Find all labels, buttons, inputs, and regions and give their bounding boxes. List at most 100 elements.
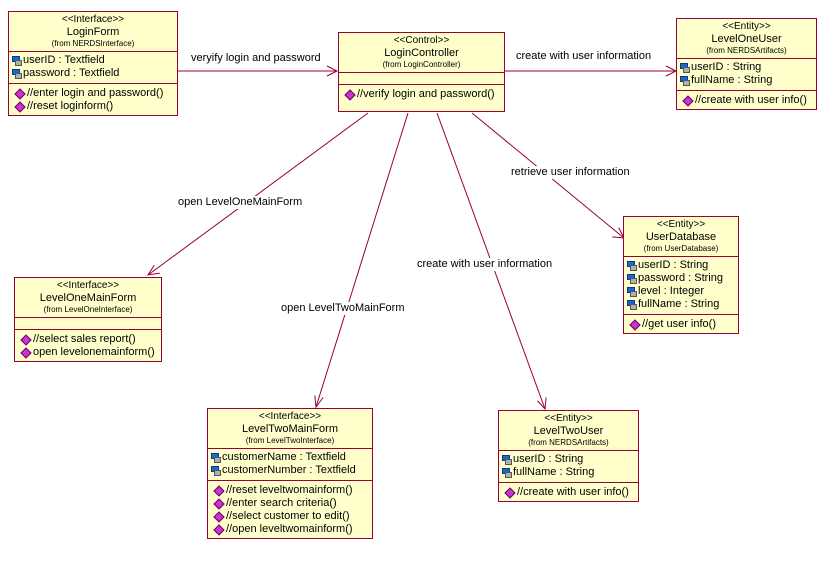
attribute-row[interactable]: userID : String [502, 453, 636, 466]
class-package: (from UserDatabase) [643, 244, 719, 253]
operation-row[interactable]: open levelonemainform() [20, 346, 159, 359]
class-name: LoginController [384, 47, 459, 59]
attribute-row[interactable]: customerNumber : Textfield [211, 464, 370, 477]
edge-open-l1-line [147, 112, 369, 276]
class-stereotype: <<Entity>> [722, 21, 771, 32]
class-stereotype: <<Interface>> [258, 411, 322, 422]
private-attribute-icon [627, 274, 637, 284]
operation-text: //reset loginform() [27, 100, 114, 112]
operation-text: //verify login and password() [357, 88, 495, 100]
public-operation-icon [213, 497, 225, 510]
operation-compartment: //reset leveltwomainform()//enter search… [208, 481, 372, 538]
operation-row[interactable]: //enter search criteria() [213, 497, 370, 510]
class-name: LevelOneMainForm [39, 292, 137, 304]
attribute-text: customerNumber : Textfield [222, 464, 356, 476]
attribute-text: level : Integer [638, 285, 705, 297]
public-operation-icon [20, 346, 32, 359]
operation-compartment: //create with user info() [499, 483, 638, 501]
edge-label-create-l2: create with user information [417, 258, 553, 271]
attribute-row[interactable]: password : String [627, 272, 736, 285]
attribute-text: customerName : Textfield [222, 451, 346, 463]
attribute-row[interactable]: fullName : String [502, 466, 636, 479]
operation-text: //open leveltwomainform() [226, 523, 353, 535]
attribute-row[interactable]: userID : Textfield [12, 54, 175, 67]
public-operation-icon [213, 510, 225, 523]
public-operation-icon [682, 94, 694, 107]
operation-text: //reset leveltwomainform() [226, 484, 353, 496]
attribute-text: password : String [638, 272, 723, 284]
class-login-form[interactable]: <<Interface>>LoginForm(from NERDSInterfa… [8, 11, 178, 116]
operation-compartment: //get user info() [624, 315, 738, 333]
operation-row[interactable]: //select sales report() [20, 333, 159, 346]
edge-label-verify: veryify login and password [191, 52, 321, 65]
operation-row[interactable]: //create with user info() [504, 486, 636, 499]
class-header: <<Entity>>LevelTwoUser(from NERDSArtifac… [499, 411, 638, 451]
edge-open-l2-arrowhead [314, 395, 324, 409]
operation-row[interactable]: //enter login and password() [14, 87, 175, 100]
private-attribute-icon [211, 453, 221, 463]
private-attribute-icon [12, 69, 22, 79]
class-package: (from NERDSArtifacts) [528, 438, 609, 447]
attribute-text: fullName : String [513, 466, 595, 478]
operation-text: //create with user info() [517, 486, 629, 498]
operation-row[interactable]: //get user info() [629, 318, 736, 331]
class-login-controller[interactable]: <<Control>>LoginController(from LoginCon… [338, 32, 505, 112]
public-operation-icon [629, 318, 641, 331]
operation-text: //enter login and password() [27, 87, 164, 99]
edge-open-l1-arrowhead [146, 264, 160, 276]
class-name: LoginForm [66, 26, 120, 38]
private-attribute-icon [680, 76, 690, 86]
class-stereotype: <<Interface>> [61, 14, 125, 25]
attribute-text: userID : Textfield [23, 54, 105, 66]
operation-row[interactable]: //open leveltwomainform() [213, 523, 370, 536]
attribute-row[interactable]: userID : String [680, 61, 814, 74]
edge-label-retrieve: retrieve user information [511, 166, 630, 179]
operation-row[interactable]: //create with user info() [682, 94, 814, 107]
public-operation-icon [213, 484, 225, 497]
attribute-text: userID : String [638, 259, 709, 271]
operation-text: //create with user info() [695, 94, 807, 106]
class-name: LevelTwoMainForm [242, 423, 338, 435]
edge-create-l2-arrowhead [537, 397, 547, 411]
private-attribute-icon [627, 287, 637, 297]
operation-text: //select customer to edit() [226, 510, 350, 522]
operation-compartment: //enter login and password()//reset logi… [9, 84, 177, 115]
attribute-text: password : Textfield [23, 67, 120, 79]
class-user-database[interactable]: <<Entity>>UserDatabase(from UserDatabase… [623, 216, 739, 334]
attribute-text: userID : String [513, 453, 584, 465]
operation-text: //get user info() [642, 318, 716, 330]
attribute-compartment [339, 73, 504, 85]
private-attribute-icon [502, 468, 512, 478]
class-stereotype: <<Interface>> [56, 280, 120, 291]
class-header: <<Interface>>LoginForm(from NERDSInterfa… [9, 12, 177, 52]
class-level-one-user[interactable]: <<Entity>>LevelOneUser(from NERDSArtifac… [676, 18, 817, 110]
class-level-two-main-form[interactable]: <<Interface>>LevelTwoMainForm(from Level… [207, 408, 373, 539]
operation-row[interactable]: //reset leveltwomainform() [213, 484, 370, 497]
attribute-row[interactable]: customerName : Textfield [211, 451, 370, 464]
class-level-two-user[interactable]: <<Entity>>LevelTwoUser(from NERDSArtifac… [498, 410, 639, 502]
operation-row[interactable]: //verify login and password() [344, 88, 502, 101]
attribute-row[interactable]: password : Textfield [12, 67, 175, 80]
public-operation-icon [344, 88, 356, 101]
public-operation-icon [20, 333, 32, 346]
attribute-row[interactable]: level : Integer [627, 285, 736, 298]
attribute-row[interactable]: fullName : String [627, 298, 736, 311]
operation-row[interactable]: //select customer to edit() [213, 510, 370, 523]
class-name: LevelTwoUser [533, 425, 604, 437]
class-header: <<Interface>>LevelTwoMainForm(from Level… [208, 409, 372, 449]
class-package: (from LevelOneInterface) [43, 305, 133, 314]
operation-row[interactable]: //reset loginform() [14, 100, 175, 113]
private-attribute-icon [211, 466, 221, 476]
private-attribute-icon [627, 261, 637, 271]
class-level-one-main-form[interactable]: <<Interface>>LevelOneMainForm(from Level… [14, 277, 162, 362]
class-stereotype: <<Control>> [393, 35, 450, 46]
operation-text: open levelonemainform() [33, 346, 155, 358]
attribute-row[interactable]: fullName : String [680, 74, 814, 87]
class-name: UserDatabase [645, 231, 717, 243]
attribute-row[interactable]: userID : String [627, 259, 736, 272]
private-attribute-icon [502, 455, 512, 465]
edge-label-open-l2: open LevelTwoMainForm [281, 302, 405, 315]
